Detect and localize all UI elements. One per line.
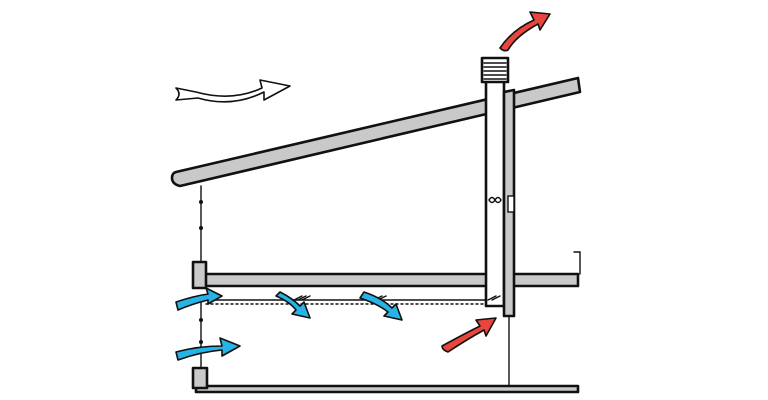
ventilation-stack xyxy=(484,76,506,308)
ground-slab xyxy=(194,384,580,394)
cool-air-arrow-icon xyxy=(359,291,403,321)
hinge-dot xyxy=(199,340,203,344)
stack-louvres xyxy=(483,62,507,80)
right-edge-mark xyxy=(573,251,581,275)
vent-grille xyxy=(487,295,501,301)
warm-air-arrow-icon xyxy=(499,11,551,52)
cool-air-arrow-icon xyxy=(275,291,311,319)
hinge-dot xyxy=(199,200,203,204)
stack-cap xyxy=(480,56,510,84)
warm-air-arrow-icon xyxy=(441,317,497,353)
hinge-dot xyxy=(199,226,203,230)
wall-vent-flap xyxy=(507,195,515,213)
ground-stub xyxy=(191,366,209,390)
hinge-dot xyxy=(199,318,203,322)
wind-arrow-icon xyxy=(175,79,291,103)
sloped-roof xyxy=(170,76,582,188)
vent-grille xyxy=(293,295,311,301)
upper-floor-slab xyxy=(198,272,580,288)
cool-air-arrow-icon xyxy=(175,287,223,311)
floor-edge-stub xyxy=(191,260,208,290)
cool-air-arrow-icon xyxy=(175,337,241,361)
damper-icon xyxy=(488,196,502,204)
